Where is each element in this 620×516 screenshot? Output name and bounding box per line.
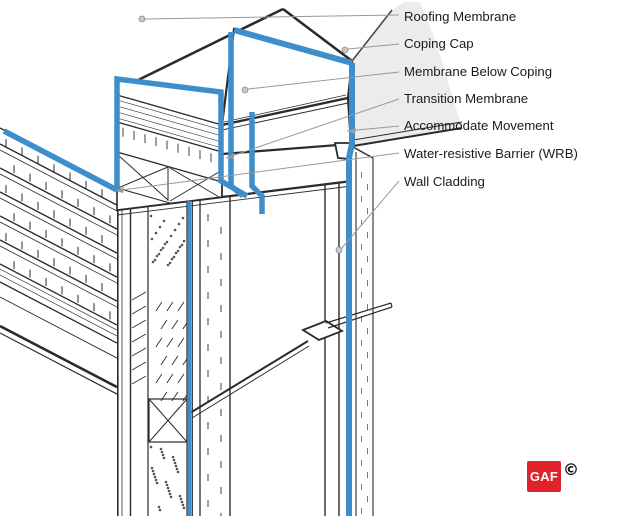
insulation-and-bracing bbox=[131, 172, 368, 516]
wrb-left-wall-membrane bbox=[2, 128, 119, 193]
label-coping-cap: Coping Cap bbox=[404, 36, 474, 51]
leader-arrows bbox=[115, 128, 356, 193]
callout-labels: Roofing Membrane Coping Cap Membrane Bel… bbox=[404, 9, 578, 189]
left-wall-siding bbox=[0, 127, 118, 395]
leader-dots bbox=[138, 15, 349, 254]
membrane-below-coping-top bbox=[233, 27, 353, 66]
label-transition-membrane: Transition Membrane bbox=[404, 91, 528, 106]
copyright-icon: © bbox=[563, 460, 579, 479]
gaf-logo: GAF bbox=[527, 461, 561, 492]
label-wrb: Water-resistive Barrier (WRB) bbox=[404, 146, 578, 161]
label-roofing-membrane: Roofing Membrane bbox=[404, 9, 516, 24]
membrane-below-coping-left bbox=[228, 32, 245, 199]
label-accommodate-movement: Accommodate Movement bbox=[404, 118, 554, 133]
cladding-attachment-bracket bbox=[189, 302, 393, 419]
leader-lines bbox=[114, 14, 400, 250]
label-membrane-below-coping: Membrane Below Coping bbox=[404, 64, 552, 79]
leader-dot-roofing-membrane bbox=[138, 15, 146, 23]
gaf-logo-text: GAF bbox=[529, 469, 559, 484]
roof-back-edge bbox=[127, 7, 353, 87]
membranes bbox=[2, 27, 355, 516]
leader-dot-wall-cladding bbox=[335, 246, 343, 254]
leader-dot-membrane-below-coping bbox=[241, 86, 249, 94]
right-wall-face bbox=[351, 2, 462, 146]
corner-membrane-vertical bbox=[346, 63, 355, 516]
parapet-end-cut bbox=[116, 78, 223, 211]
label-wall-cladding: Wall Cladding bbox=[404, 174, 485, 189]
leader-dot-coping-cap bbox=[341, 46, 349, 54]
wall-section-face bbox=[116, 146, 374, 516]
